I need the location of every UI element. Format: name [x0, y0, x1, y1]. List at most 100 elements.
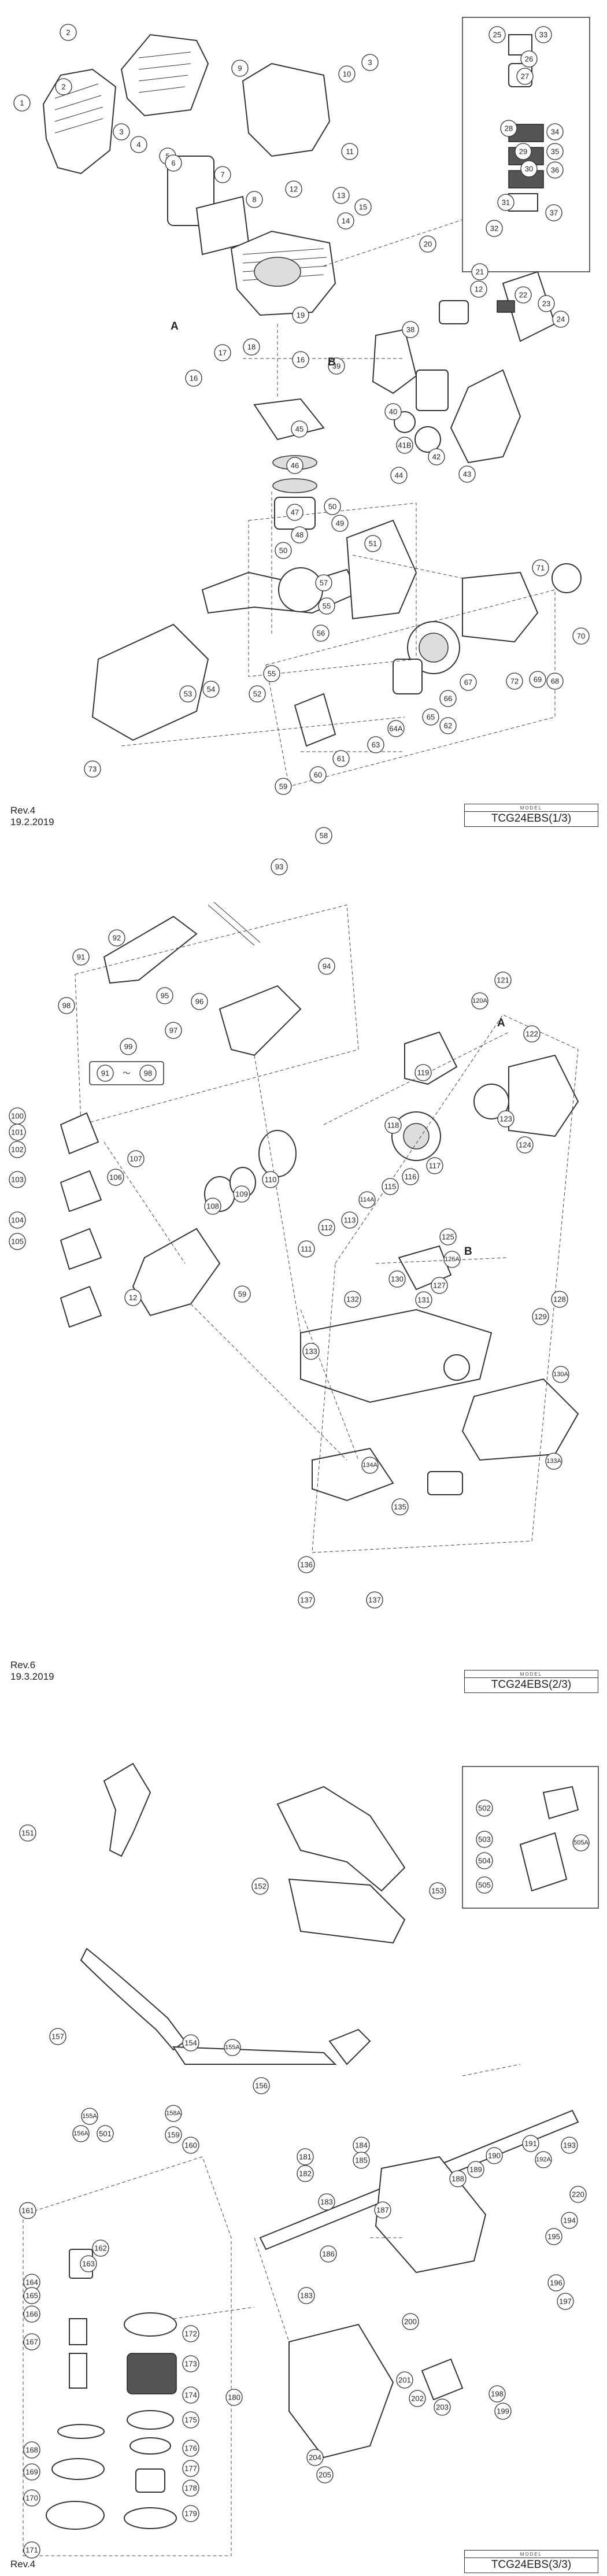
callout-16: 16 — [185, 369, 202, 387]
callout-101: 101 — [9, 1123, 26, 1141]
callout-label: 182 — [299, 2170, 312, 2178]
callout-152: 152 — [251, 1878, 269, 1895]
callout-label: 505A — [573, 1839, 589, 1846]
callout-155A: 155A — [224, 2039, 241, 2056]
callout-label: 72 — [510, 677, 519, 686]
callout-label: 2 — [66, 28, 70, 37]
callout-label: 16 — [190, 374, 198, 383]
callout-label: 164 — [25, 2278, 38, 2287]
callout-layer-2: 9192939495969798991001011021031041051061… — [9, 859, 569, 1609]
callout-162: 162 — [92, 2239, 109, 2257]
callout-label: 179 — [184, 2510, 197, 2518]
callout-70: 70 — [572, 627, 590, 645]
callout-170: 170 — [23, 2489, 40, 2507]
callout-label: 133 — [305, 1347, 317, 1356]
callout-106: 106 — [107, 1169, 124, 1186]
callout-131: 131 — [415, 1291, 432, 1309]
callout-151: 151 — [19, 1824, 36, 1842]
callout-137: 137 — [366, 1591, 383, 1609]
callout-label: 44 — [395, 471, 403, 480]
callout-label: 10 — [343, 70, 351, 79]
callout-label: 9 — [238, 64, 242, 73]
callout-196: 196 — [547, 2274, 565, 2292]
callout-label: 169 — [25, 2468, 38, 2477]
callout-label: 152 — [254, 1882, 267, 1891]
callout-label: 38 — [406, 326, 414, 334]
callout-label: 12 — [475, 285, 483, 294]
callout-502: 502 — [476, 1799, 493, 1817]
callout-label: 55 — [268, 670, 276, 678]
callout-169: 169 — [23, 2463, 40, 2481]
callout-103: 103 — [9, 1171, 26, 1188]
callout-label: 105 — [11, 1237, 24, 1246]
callout-label: 33 — [539, 31, 547, 39]
callout-label: 53 — [184, 690, 192, 698]
callout-label: 133A — [546, 1458, 561, 1465]
callout-178: 178 — [182, 2479, 199, 2497]
callout-182: 182 — [297, 2165, 314, 2182]
callout-56: 56 — [312, 624, 330, 642]
callout-100: 100 — [9, 1107, 26, 1125]
callout-label: 220 — [572, 2190, 584, 2199]
callout-9: 9 — [231, 60, 249, 77]
revision-label: Rev.4 — [10, 805, 36, 816]
callout-label: 168 — [25, 2446, 38, 2455]
callout-58: 58 — [315, 827, 332, 844]
callout-191: 191 — [522, 2135, 539, 2152]
callout-label: 170 — [25, 2494, 38, 2503]
callout-label: 1 — [20, 99, 24, 108]
callout-label: 54 — [207, 685, 215, 694]
model-box: MODEL TCG24EBS(1/3) — [464, 804, 598, 827]
callout-136: 136 — [298, 1556, 315, 1573]
callout-117: 117 — [426, 1157, 443, 1174]
callout-label: 50 — [328, 502, 336, 511]
callout-45: 45 — [291, 420, 308, 438]
callout-label: 42 — [432, 453, 441, 461]
callout-8: 8 — [246, 191, 263, 208]
callout-label: 57 — [320, 579, 328, 587]
callout-48: 48 — [291, 526, 308, 544]
callout-label: 503 — [478, 1835, 491, 1844]
callout-53: 53 — [179, 685, 197, 703]
detail-letter-B: B — [328, 356, 336, 368]
callout-label: 135 — [394, 1503, 406, 1511]
callout-label: 2 — [61, 83, 65, 91]
callout-15: 15 — [354, 198, 372, 216]
callout-110: 110 — [262, 1171, 279, 1188]
callout-121: 121 — [494, 971, 512, 989]
callout-label: 173 — [184, 2360, 197, 2368]
callout-label: 64A — [389, 725, 402, 733]
callout-187: 187 — [374, 2201, 391, 2219]
callout-label: 190 — [488, 2152, 501, 2160]
callout-label: 60 — [314, 771, 322, 779]
detail-letter-B: B — [464, 1246, 472, 1258]
callout-label: 200 — [404, 2318, 417, 2326]
callout-label: 100 — [11, 1112, 24, 1121]
callout-63: 63 — [367, 736, 384, 753]
callout-label: 126A — [445, 1256, 460, 1263]
detail-letter-A: A — [497, 1017, 505, 1029]
callout-label: 30 — [525, 165, 533, 173]
callout-label: 93 — [275, 863, 283, 871]
callout-label: 46 — [291, 461, 299, 470]
model-name: TCG24EBS(1/3) — [491, 812, 572, 825]
callout-label: 183 — [300, 2292, 313, 2300]
revision-label: Rev.6 — [10, 1660, 36, 1670]
callout-label: 116 — [405, 1173, 417, 1181]
callout-label: 159 — [167, 2131, 180, 2139]
model-box: MODEL TCG24EBS(3/3) — [464, 2550, 598, 2573]
callout-94: 94 — [318, 958, 335, 975]
model-label: MODEL — [465, 805, 598, 812]
callout-label: 123 — [499, 1115, 512, 1123]
callout-label: 24 — [557, 315, 565, 324]
callout-label: 111 — [301, 1245, 312, 1254]
callout-133: 133 — [302, 1343, 320, 1360]
callout-label: 151 — [21, 1829, 34, 1838]
callout-55: 55 — [318, 597, 335, 615]
callout-69: 69 — [529, 671, 546, 688]
callout-label: 65 — [427, 713, 435, 722]
callout-label: 4 — [136, 141, 140, 149]
callout-124: 124 — [516, 1136, 534, 1154]
